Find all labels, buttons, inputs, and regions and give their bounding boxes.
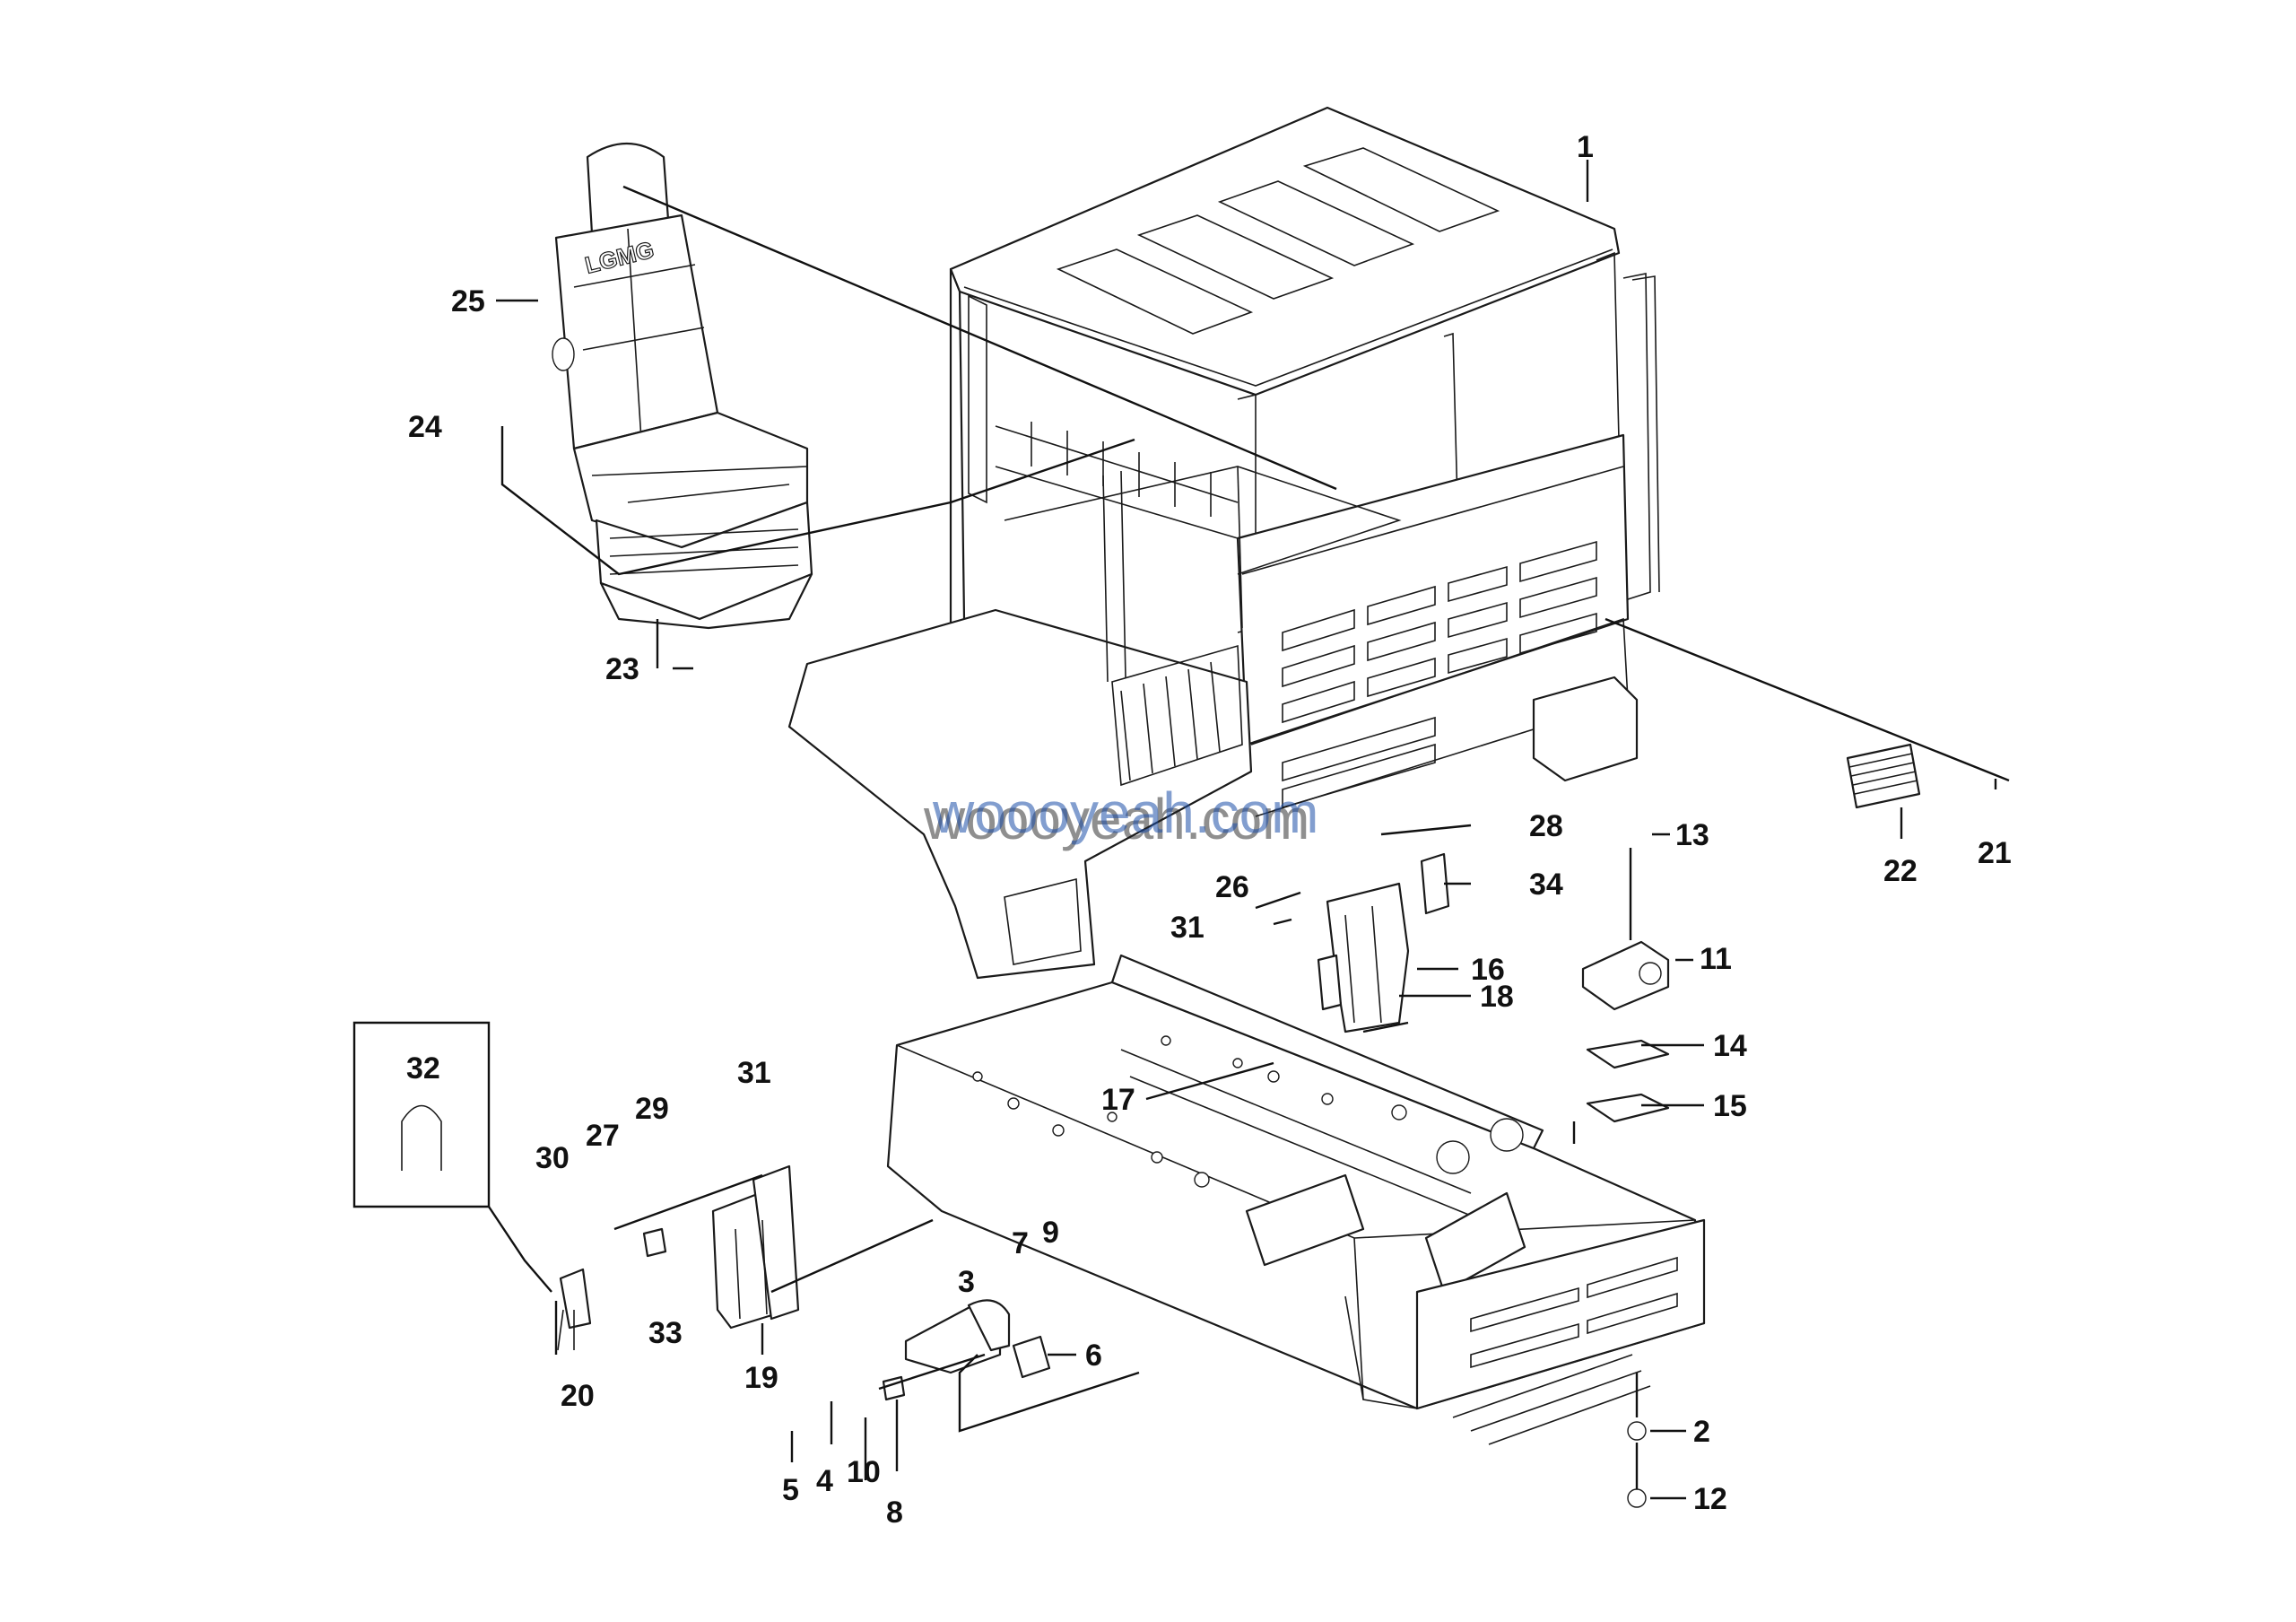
callout-16: 16 xyxy=(1471,953,1505,987)
callout-19: 19 xyxy=(744,1361,778,1395)
callout-21: 21 xyxy=(1978,836,2012,870)
callout-8: 8 xyxy=(886,1496,903,1530)
callout-32: 32 xyxy=(406,1051,440,1086)
operator-seat: LGMG xyxy=(552,142,813,630)
callout-20: 20 xyxy=(561,1379,595,1413)
callout-10: 10 xyxy=(847,1455,881,1489)
callout-23: 23 xyxy=(605,652,639,686)
callout-26: 26 xyxy=(1215,870,1249,904)
front-hinge-mount xyxy=(882,1299,1051,1401)
callout-31-upper: 31 xyxy=(1170,911,1205,945)
callout-7: 7 xyxy=(1012,1226,1029,1260)
callout-12: 12 xyxy=(1693,1482,1727,1516)
callout-31-lower: 31 xyxy=(737,1056,771,1090)
callout-24: 24 xyxy=(408,410,442,444)
callout-5: 5 xyxy=(782,1473,799,1507)
access-cover-22 xyxy=(1846,743,1921,809)
callout-33: 33 xyxy=(648,1316,683,1350)
callout-13: 13 xyxy=(1675,818,1709,852)
leader-lines xyxy=(488,160,2010,1500)
callout-18: 18 xyxy=(1480,980,1514,1014)
callout-1: 1 xyxy=(1577,130,1594,164)
callout-6: 6 xyxy=(1085,1339,1102,1373)
callout-34: 34 xyxy=(1529,868,1563,902)
callout-15: 15 xyxy=(1713,1089,1747,1123)
chassis-frame xyxy=(886,954,1706,1445)
callout-28: 28 xyxy=(1529,809,1563,843)
watermark-shadow: woooyeah.com xyxy=(923,787,1309,851)
callout-22: 22 xyxy=(1883,854,1918,888)
callout-2: 2 xyxy=(1693,1415,1710,1449)
tilt-lock-assembly xyxy=(557,1164,800,1351)
cab-assembly xyxy=(787,106,1660,980)
callout-labels: 1 2 3 4 5 6 7 8 9 10 11 12 13 14 15 16 1… xyxy=(406,130,2012,1530)
callout-27: 27 xyxy=(586,1119,620,1153)
callout-9: 9 xyxy=(1042,1216,1059,1250)
u-bolt-inset xyxy=(352,1021,491,1208)
callout-25: 25 xyxy=(451,284,485,318)
callout-4: 4 xyxy=(816,1464,833,1498)
callout-3: 3 xyxy=(958,1265,975,1299)
cab-mount-front xyxy=(1317,852,1450,1033)
watermark-text: woooyeah.com xyxy=(932,780,1318,845)
cab-mount-rear xyxy=(1581,940,1670,1508)
callout-11: 11 xyxy=(1700,942,1732,976)
callout-30: 30 xyxy=(535,1141,570,1175)
callout-17: 17 xyxy=(1101,1083,1135,1117)
callout-29: 29 xyxy=(635,1092,669,1126)
callout-14: 14 xyxy=(1713,1029,1747,1063)
